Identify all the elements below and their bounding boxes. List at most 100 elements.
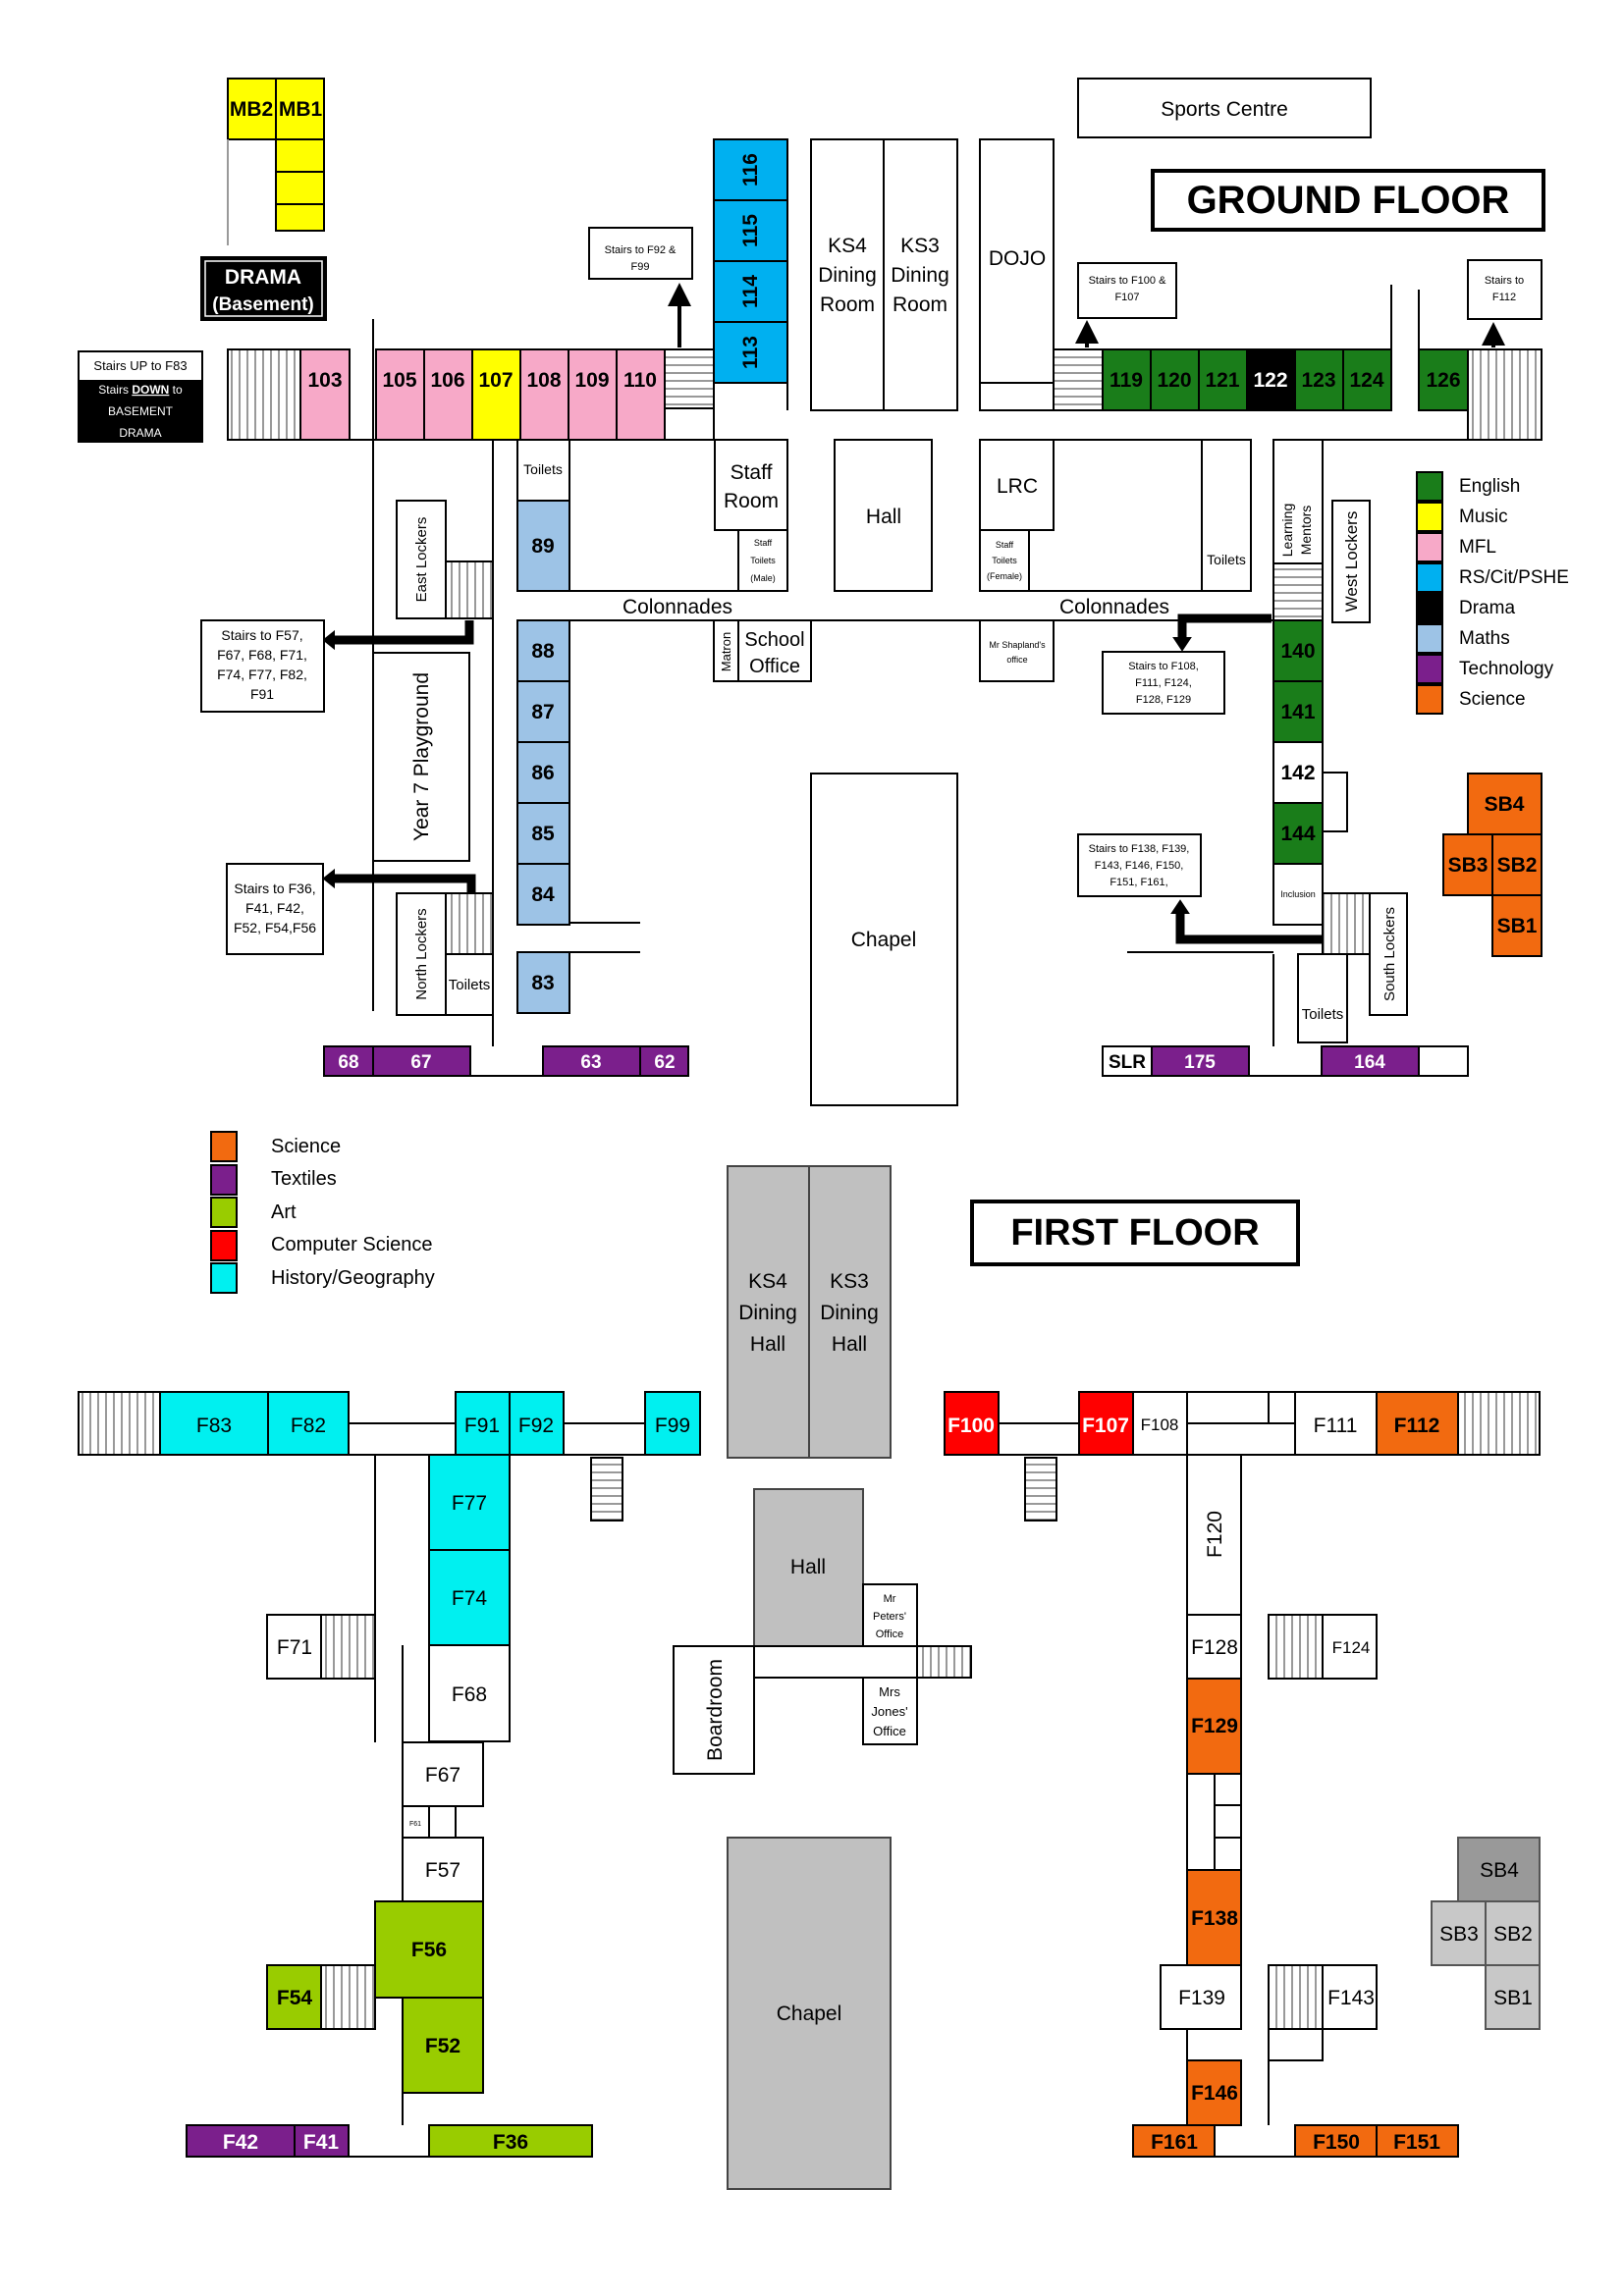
- room-123[interactable]: [1294, 348, 1344, 411]
- room-f36[interactable]: [428, 2124, 593, 2158]
- inclusion[interactable]: [1272, 863, 1324, 926]
- room-83[interactable]: [516, 951, 570, 1014]
- hall[interactable]: [834, 439, 933, 592]
- toilets-lrc[interactable]: [1201, 439, 1252, 592]
- room-124[interactable]: [1342, 348, 1392, 411]
- room-f124[interactable]: [1322, 1614, 1378, 1680]
- room-f143[interactable]: [1322, 1964, 1378, 2030]
- stairs-ff-f54[interactable]: [320, 1964, 376, 2030]
- room-122[interactable]: [1246, 348, 1296, 411]
- stairs-f112[interactable]: [1467, 348, 1543, 441]
- room-144[interactable]: [1272, 802, 1324, 865]
- chapel-first[interactable]: [727, 1837, 892, 2190]
- room-f108[interactable]: [1132, 1391, 1188, 1456]
- toilets-north[interactable]: [445, 953, 494, 1016]
- room-84[interactable]: [516, 863, 570, 926]
- room-89[interactable]: [516, 500, 570, 592]
- south-lockers[interactable]: [1369, 892, 1408, 1016]
- room-85[interactable]: [516, 802, 570, 865]
- room-f150[interactable]: [1294, 2124, 1378, 2158]
- stairs-ff-west[interactable]: [78, 1391, 161, 1456]
- room-86[interactable]: [516, 741, 570, 804]
- staff-toilets-female[interactable]: [979, 529, 1030, 592]
- room-103[interactable]: [299, 348, 351, 441]
- room-f146[interactable]: [1186, 2059, 1242, 2126]
- chapel-ground[interactable]: [810, 773, 958, 1106]
- room-f139[interactable]: [1160, 1964, 1242, 2030]
- stairs-ff-f107[interactable]: [1024, 1457, 1057, 1522]
- room-f120[interactable]: [1186, 1454, 1242, 1616]
- north-lockers[interactable]: [396, 892, 447, 1016]
- school-office[interactable]: [737, 619, 812, 682]
- stairs-ff-f92[interactable]: [590, 1457, 623, 1522]
- matron[interactable]: [713, 619, 739, 682]
- mr-peters-office[interactable]: [862, 1583, 918, 1647]
- room-f151[interactable]: [1376, 2124, 1459, 2158]
- room-sb3-first[interactable]: [1431, 1900, 1487, 1966]
- room-mb2[interactable]: [227, 78, 277, 140]
- dojo[interactable]: [979, 138, 1055, 384]
- east-lockers[interactable]: [396, 500, 447, 619]
- room-105[interactable]: [375, 348, 425, 441]
- room-f41[interactable]: [294, 2124, 350, 2158]
- ks3-dining-room[interactable]: [883, 138, 958, 411]
- room-f128[interactable]: [1186, 1614, 1242, 1680]
- room-f129[interactable]: [1186, 1678, 1242, 1775]
- room-67[interactable]: [372, 1045, 471, 1077]
- room-175[interactable]: [1151, 1045, 1250, 1077]
- room-f112[interactable]: [1376, 1391, 1459, 1456]
- room-f52[interactable]: [402, 1997, 484, 2094]
- room-sb2-ground[interactable]: [1491, 833, 1543, 896]
- stairs-ff-centre[interactable]: [916, 1645, 972, 1679]
- room-sb1-first[interactable]: [1485, 1964, 1541, 2030]
- room-88[interactable]: [516, 619, 570, 682]
- room-87[interactable]: [516, 680, 570, 743]
- room-mb-3[interactable]: [275, 138, 325, 173]
- room-f71[interactable]: [266, 1614, 322, 1680]
- boardroom[interactable]: [673, 1645, 755, 1775]
- stairs-f100[interactable]: [1053, 348, 1104, 411]
- room-f99[interactable]: [644, 1391, 701, 1456]
- stairs-south[interactable]: [1322, 892, 1371, 955]
- room-f56[interactable]: [374, 1900, 484, 1999]
- room-109[interactable]: [568, 348, 618, 441]
- room-f91[interactable]: [455, 1391, 511, 1456]
- toilets-south[interactable]: [1297, 953, 1348, 1043]
- stairs-f92[interactable]: [664, 348, 715, 409]
- room-113[interactable]: [713, 321, 788, 384]
- year-7-playground[interactable]: [372, 652, 470, 862]
- room-sb1-ground[interactable]: [1491, 894, 1543, 957]
- stairs-west[interactable]: [227, 348, 301, 441]
- mrs-jones-office[interactable]: [862, 1677, 918, 1745]
- stairs-north[interactable]: [445, 892, 494, 955]
- room-sb4-ground[interactable]: [1467, 773, 1543, 835]
- staff-toilets-male[interactable]: [737, 529, 788, 592]
- room-f138[interactable]: [1186, 1869, 1242, 1966]
- room-140[interactable]: [1272, 619, 1324, 682]
- stairs-east[interactable]: [445, 561, 494, 619]
- room-f111[interactable]: [1294, 1391, 1378, 1456]
- room-110[interactable]: [616, 348, 666, 441]
- room-slr[interactable]: [1102, 1045, 1153, 1077]
- room-164[interactable]: [1321, 1045, 1420, 1077]
- room-f83[interactable]: [159, 1391, 269, 1456]
- room-108[interactable]: [519, 348, 569, 441]
- stairs-ff-f124[interactable]: [1268, 1614, 1324, 1680]
- room-f54[interactable]: [266, 1964, 322, 2030]
- room-141[interactable]: [1272, 680, 1324, 743]
- room-f161[interactable]: [1132, 2124, 1216, 2158]
- room-f68[interactable]: [428, 1644, 511, 1742]
- room-f107[interactable]: [1078, 1391, 1134, 1456]
- room-107[interactable]: [471, 348, 521, 441]
- ks3-dining-hall[interactable]: [808, 1165, 892, 1459]
- mr-shaplands-office[interactable]: [979, 619, 1055, 682]
- room-mb-4[interactable]: [275, 171, 325, 205]
- stairs-colonnade-east[interactable]: [1272, 562, 1324, 621]
- room-f67[interactable]: [402, 1741, 484, 1807]
- drama-basement[interactable]: [200, 256, 327, 321]
- room-f77[interactable]: [428, 1454, 511, 1551]
- room-sb2-first[interactable]: [1485, 1900, 1541, 1966]
- learning-mentors[interactable]: [1272, 439, 1324, 564]
- room-126[interactable]: [1418, 348, 1469, 411]
- stairs-ff-f112[interactable]: [1457, 1391, 1541, 1456]
